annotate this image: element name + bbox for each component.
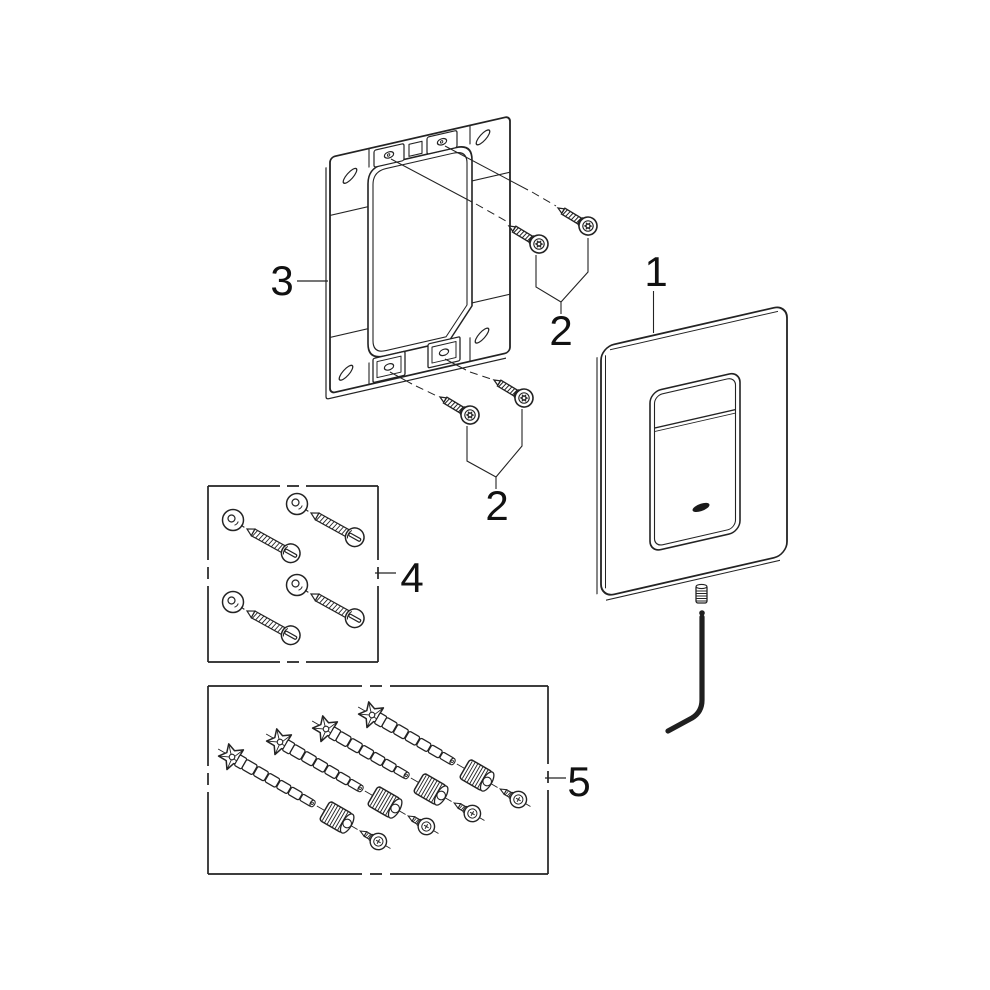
flush-plate-illustration (596, 306, 788, 601)
callout-3: 3 (270, 257, 294, 304)
screw-washer-kit-box (207, 485, 396, 663)
assembly-axis-lines (389, 145, 557, 397)
callout-2-upper: 2 (549, 307, 573, 354)
bracket-line (466, 409, 523, 489)
brand-logo-mark (692, 502, 710, 513)
bracket-line (535, 238, 589, 314)
callout-4: 4 (400, 554, 424, 601)
lower-fixing-screws (434, 371, 538, 489)
grub-screw-illustration (695, 583, 708, 604)
upper-fixing-screws (503, 199, 602, 314)
allen-key-illustration (665, 610, 705, 734)
callout-1: 1 (644, 248, 668, 295)
actuation-button (649, 372, 741, 551)
spindle-kit-box (207, 685, 566, 875)
callout-5: 5 (567, 758, 591, 805)
mounting-frame-illustration (325, 116, 511, 400)
callout-2-lower: 2 (485, 482, 509, 529)
